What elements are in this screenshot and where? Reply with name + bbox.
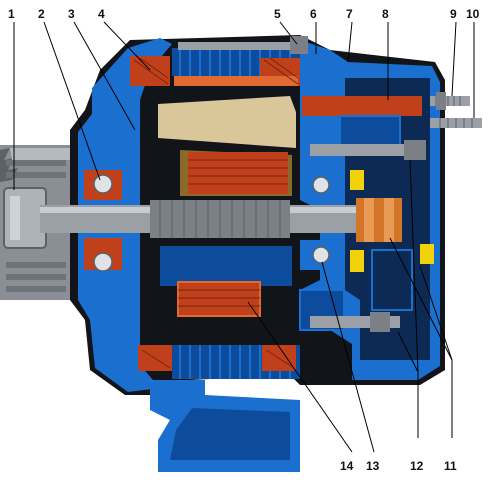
callout-6: 6 (310, 7, 317, 21)
bolt-upper (310, 144, 420, 156)
rear-bearing (300, 172, 342, 270)
field-winding-lower (177, 281, 261, 317)
claw-pole-upper (158, 96, 296, 148)
leader-2 (43, 21, 101, 181)
callout-8: 8 (382, 7, 389, 21)
leader-14 (247, 301, 353, 453)
voltage-regulator (371, 249, 413, 311)
stator-assembly (130, 48, 300, 379)
bearing-ball-icon (93, 252, 113, 272)
insulator-upper (350, 170, 364, 190)
callout-12: 12 (410, 459, 424, 473)
claw-pole-lower (160, 246, 292, 286)
leader-7 (347, 21, 353, 63)
leader-13 (321, 261, 375, 453)
field-winding-upper (188, 152, 288, 194)
front-bearing (84, 170, 122, 272)
leader-5 (279, 21, 298, 45)
callout-1: 1 (8, 7, 15, 21)
leader-lines (13, 21, 475, 453)
rotor-assembly (150, 90, 300, 345)
slip-rings (356, 198, 402, 242)
callout-3: 3 (68, 7, 75, 21)
insulator-lower (350, 250, 364, 272)
leader-4 (103, 21, 151, 71)
bearing-ball-icon (312, 176, 330, 194)
callout-2: 2 (38, 7, 45, 21)
callout-10: 10 (466, 7, 480, 21)
callout-4: 4 (98, 7, 105, 21)
callout-13: 13 (366, 459, 380, 473)
bearing-ball-icon (312, 246, 330, 264)
callout-11: 11 (444, 459, 457, 473)
callout-7: 7 (346, 7, 353, 21)
output-terminals (430, 92, 482, 128)
insulator-rear (420, 244, 434, 264)
terminal-stud-upper (430, 96, 470, 106)
callout-labels: 1 2 3 4 5 6 7 8 9 10 11 12 13 14 (8, 7, 480, 473)
leader-3 (73, 21, 136, 131)
leader-9 (451, 21, 457, 97)
stator-clamp-bolt (178, 42, 308, 50)
mounting-foot-shade (170, 408, 290, 460)
through-bolts (178, 36, 426, 332)
callout-9: 9 (450, 7, 457, 21)
bearing-ball-icon (93, 174, 113, 194)
brush-holder (350, 170, 434, 311)
rectifier-plate (302, 96, 422, 116)
callout-5: 5 (274, 7, 281, 21)
callout-14: 14 (340, 459, 354, 473)
